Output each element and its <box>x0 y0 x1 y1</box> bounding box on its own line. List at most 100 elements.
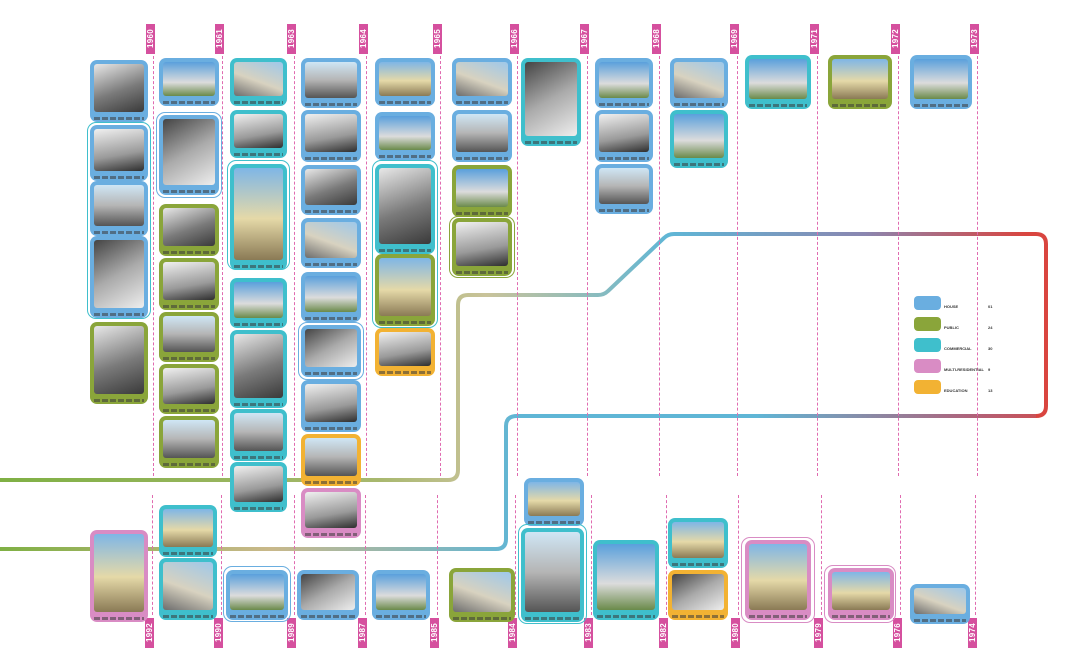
building-photo <box>376 574 426 610</box>
building-photo <box>234 114 283 148</box>
year-tag-bottom: 1990 <box>214 618 223 648</box>
building-photo <box>305 114 357 152</box>
building-caption <box>94 617 144 620</box>
building-photo <box>94 534 144 612</box>
building-caption <box>234 101 283 104</box>
legend-count: 24 <box>988 325 992 330</box>
building-photo <box>94 64 144 112</box>
legend-count: 01 <box>988 304 992 309</box>
building-card <box>159 312 219 362</box>
building-card <box>670 110 728 168</box>
year-divider <box>152 495 153 615</box>
building-photo <box>163 262 215 300</box>
legend-item: EDUCATION13 <box>914 380 1024 396</box>
building-photo <box>305 492 357 528</box>
building-card <box>375 58 435 106</box>
building-photo <box>301 574 355 610</box>
year-divider <box>659 56 660 476</box>
building-photo <box>163 509 213 547</box>
category-group-frame <box>741 537 815 623</box>
building-card <box>452 110 512 162</box>
building-photo <box>305 169 357 205</box>
building-photo <box>234 413 283 451</box>
year-divider <box>294 495 295 615</box>
building-caption <box>305 481 357 484</box>
building-photo <box>456 169 508 207</box>
building-caption <box>453 617 511 620</box>
legend-item: HOUSE01 <box>914 296 1024 312</box>
building-caption <box>163 463 215 466</box>
year-tag-top: 1971 <box>810 24 819 54</box>
year-tag-bottom: 1983 <box>584 618 593 648</box>
building-card <box>828 55 892 109</box>
year-tag-top: 1963 <box>287 24 296 54</box>
year-tag-top: 1968 <box>652 24 661 54</box>
building-caption <box>597 615 655 618</box>
building-caption <box>163 251 215 254</box>
building-caption <box>674 103 724 106</box>
building-caption <box>379 371 431 374</box>
building-card <box>230 462 287 512</box>
building-caption <box>376 615 426 618</box>
legend-label: EDUCATION <box>944 388 967 393</box>
year-tag-top: 1966 <box>510 24 519 54</box>
building-photo <box>599 168 649 204</box>
building-photo <box>599 114 649 152</box>
building-card <box>372 570 430 620</box>
building-photo <box>674 114 724 158</box>
building-card <box>230 278 287 328</box>
building-card <box>230 58 287 106</box>
building-caption <box>234 323 283 326</box>
building-photo <box>163 368 215 404</box>
building-card <box>301 110 361 162</box>
building-card <box>668 518 728 568</box>
building-caption <box>163 552 213 555</box>
building-caption <box>599 103 649 106</box>
building-card <box>668 570 728 620</box>
building-caption <box>234 403 283 406</box>
legend-label: MULTI-RESIDENTIAL <box>944 367 984 372</box>
building-caption <box>305 533 357 536</box>
building-caption <box>234 456 283 459</box>
year-tag-bottom: 1985 <box>430 618 439 648</box>
building-photo <box>597 544 655 610</box>
year-tag-bottom: 1974 <box>968 618 977 648</box>
building-photo <box>163 420 215 458</box>
year-tag-top: 1964 <box>359 24 368 54</box>
legend-swatch <box>914 338 941 352</box>
building-card <box>301 58 361 108</box>
building-caption <box>456 157 508 160</box>
building-photo <box>453 572 511 612</box>
building-photo <box>749 59 807 99</box>
legend-swatch <box>914 359 941 373</box>
building-photo <box>832 59 888 99</box>
building-photo <box>163 208 215 246</box>
year-divider <box>977 56 978 476</box>
category-group-frame <box>372 160 438 328</box>
building-caption <box>305 157 357 160</box>
year-divider <box>222 56 223 476</box>
building-card <box>524 478 584 526</box>
year-tag-bottom: 1979 <box>814 618 823 648</box>
year-divider <box>898 56 899 476</box>
building-caption <box>305 210 357 213</box>
building-card <box>230 110 287 158</box>
year-tag-bottom: 1992 <box>145 618 154 648</box>
building-photo <box>525 62 577 136</box>
building-caption <box>94 117 144 120</box>
building-caption <box>674 163 724 166</box>
building-photo <box>456 62 508 96</box>
building-card <box>159 558 217 620</box>
building-caption <box>305 103 357 106</box>
building-card <box>301 380 361 432</box>
building-caption <box>301 615 355 618</box>
building-caption <box>914 619 966 622</box>
year-tag-bottom: 1980 <box>731 618 740 648</box>
building-card <box>301 488 361 538</box>
legend-count: 30 <box>988 346 992 351</box>
building-caption <box>914 104 968 107</box>
building-photo <box>234 282 283 318</box>
year-tag-top: 1960 <box>146 24 155 54</box>
year-divider <box>817 56 818 476</box>
year-divider <box>738 495 739 615</box>
